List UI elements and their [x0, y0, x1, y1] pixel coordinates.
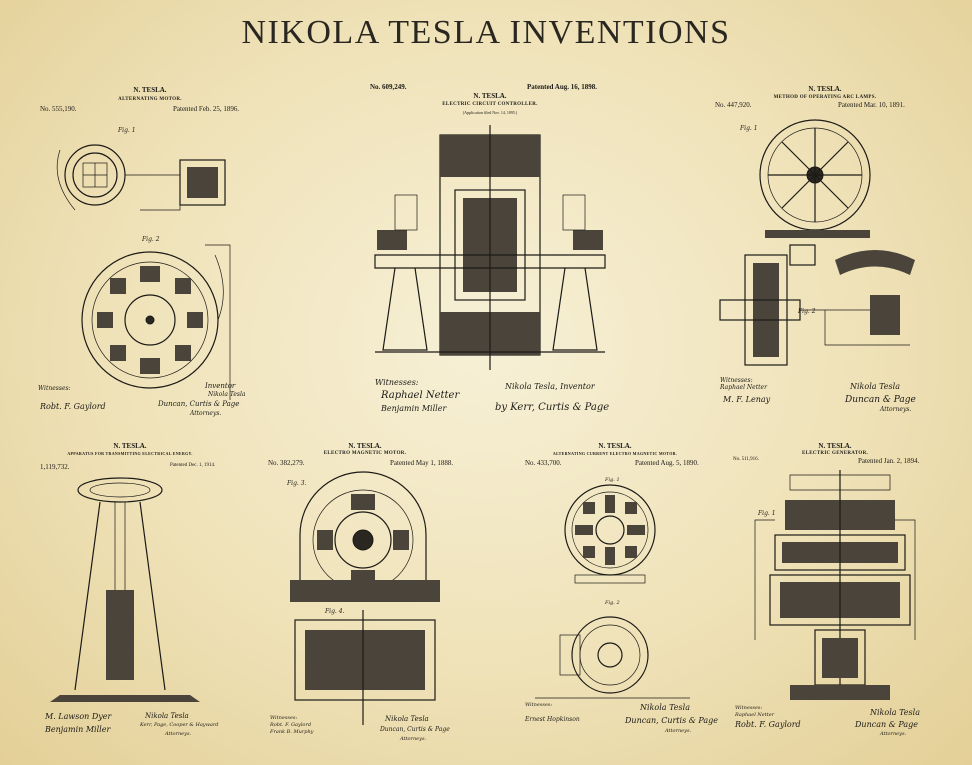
attorney-signature: Duncan & Page: [855, 720, 918, 729]
patent-panel-electric-generator: N. TESLA. ELECTRIC GENERATOR. No. 511,91…: [730, 440, 940, 760]
witness-signature: M. F. Lenay: [723, 395, 770, 404]
witnesses-label: Witnesses:: [375, 378, 419, 387]
witness-signature: Ernest Hopkinson: [525, 716, 580, 723]
attorneys-label: Attorneys.: [665, 728, 691, 734]
inventor-label: Inventor: [205, 382, 235, 390]
witness-signature: Robt. F. Gaylord: [270, 722, 311, 728]
patent-panel-electromagnetic-motor: N. TESLA. ELECTRO MAGNETIC MOTOR. No. 38…: [265, 440, 465, 760]
attorneys-label: Attorneys.: [880, 731, 906, 737]
inventor-signature: Nikola Tesla: [850, 382, 900, 391]
attorney-signature: Kerr, Page, Cooper & Hayward: [140, 722, 218, 728]
witness-signature: Robt. F. Gaylord: [40, 402, 106, 411]
witness-signature: Raphael Netter: [735, 712, 774, 718]
page-title: NIKOLA TESLA INVENTIONS: [0, 14, 972, 52]
attorneys-label: Attorneys.: [880, 406, 911, 413]
attorney-signature: Duncan, Curtis & Page: [625, 716, 718, 725]
witness-signature: Raphael Netter: [381, 390, 459, 401]
witness-signature: Benjamin Miller: [45, 725, 110, 734]
witnesses-label: Witnesses:: [38, 385, 71, 392]
inventor-signature: Nikola Tesla: [385, 715, 429, 723]
witness-signature: Raphael Netter: [720, 384, 767, 391]
patent-panel-alternating-motor: N. TESLA. ALTERNATING MOTOR. No. 555,190…: [30, 80, 270, 430]
witness-signature: Benjamin Miller: [381, 404, 446, 413]
inventor-signature: Nikola Tesla, Inventor: [505, 382, 595, 391]
inventor-signature: Nikola Tesla: [640, 703, 690, 712]
inventor-signature: Nikola Tesla: [208, 391, 245, 398]
witnesses-label: Witnesses:: [735, 705, 762, 711]
ac-motor-drawing: [515, 440, 715, 760]
attorney-signature: Duncan, Curtis & Page: [380, 726, 450, 733]
witnesses-label: Witnesses:: [720, 377, 753, 384]
witness-signature: Robt. F. Gaylord: [735, 720, 801, 729]
witnesses-label: Witnesses:: [525, 702, 552, 708]
witnesses-label: Witnesses:: [270, 715, 297, 721]
patent-panel-transmitting-energy: N. TESLA. APPARATUS FOR TRANSMITTING ELE…: [30, 440, 230, 760]
motor-drawing: [30, 80, 270, 430]
attorney-signature: Duncan, Curtis & Page: [158, 400, 239, 408]
patent-panel-arc-lamps: N. TESLA. METHOD OF OPERATING ARC LAMPS.…: [705, 80, 945, 430]
attorneys-label: Attorneys.: [190, 410, 221, 417]
attorney-signature: Duncan & Page: [845, 395, 916, 405]
inventor-signature: Nikola Tesla: [870, 708, 920, 717]
witness-signature: Frank B. Murphy: [270, 729, 314, 735]
inventor-signature: Nikola Tesla: [145, 712, 189, 720]
attorneys-label: Attorneys.: [400, 736, 426, 742]
patent-panel-ac-motor: N. TESLA. ALTERNATING CURRENT ELECTRO MA…: [515, 440, 715, 760]
patent-panel-circuit-controller: No. 609,249. Patented Aug. 16, 1898. N. …: [355, 80, 625, 430]
attorney-signature: by Kerr, Curtis & Page: [495, 402, 609, 413]
attorneys-label: Attorneys.: [165, 731, 191, 737]
em-motor-drawing: [265, 440, 465, 760]
witness-signature: M. Lawson Dyer: [45, 712, 111, 721]
